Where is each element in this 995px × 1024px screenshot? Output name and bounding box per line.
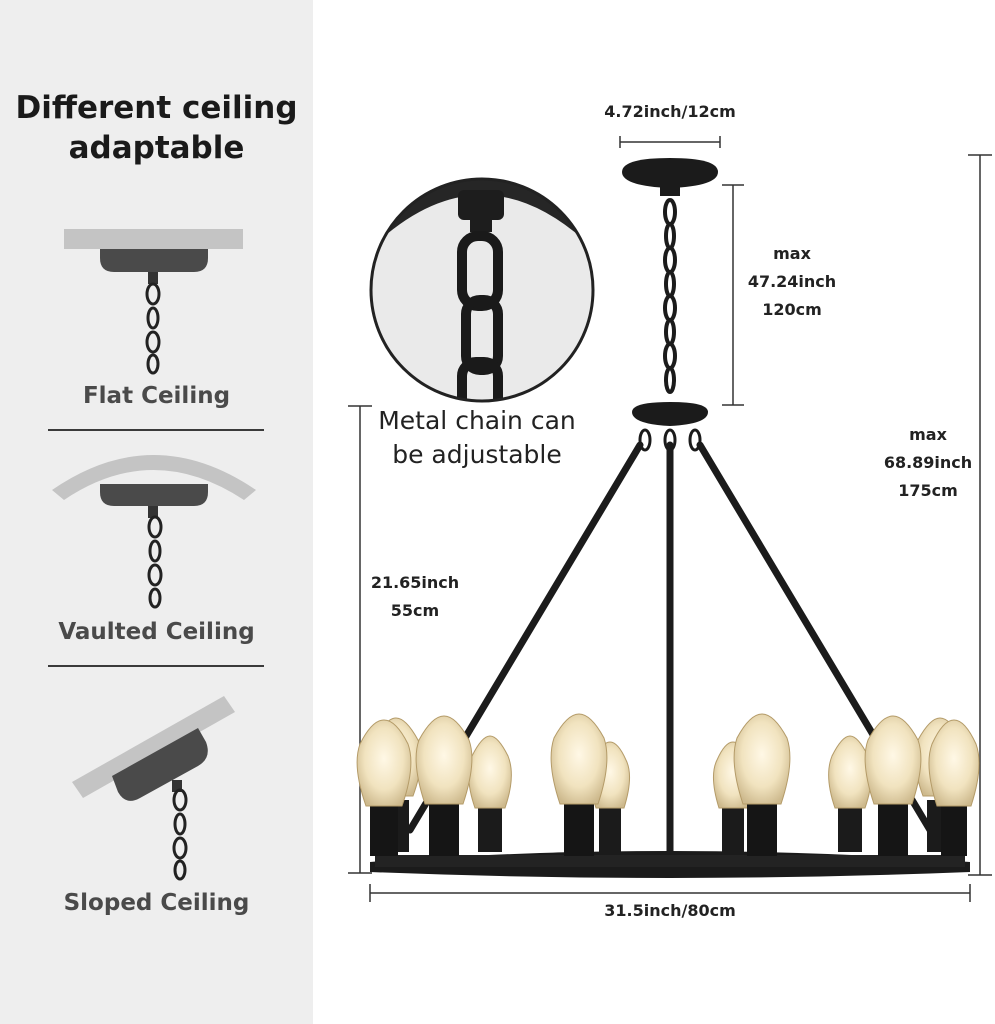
body-height-label: 21.65inch 55cm	[362, 569, 468, 625]
chandelier	[356, 158, 980, 878]
sloped-ceiling-icon	[72, 696, 235, 881]
diameter-label: 31.5inch/80cm	[604, 901, 736, 920]
callout-line-1: Metal chain can	[378, 406, 576, 435]
chain-max-label: max 47.24inch 120cm	[742, 240, 842, 324]
body-height-line-1: 21.65inch	[370, 573, 460, 592]
total-max-label: max 68.89inch 175cm	[872, 421, 984, 505]
chain-max-line-1: max	[773, 244, 811, 263]
chain-zoom-inset	[369, 177, 595, 403]
flat-ceiling-icon	[64, 229, 243, 375]
canopy-width-label: 4.72inch/12cm	[604, 102, 736, 121]
vaulted-ceiling-label: Vaulted Ceiling	[58, 619, 255, 645]
vaulted-ceiling-icon	[52, 455, 256, 609]
dimension-lines	[348, 136, 992, 902]
chain-max-line-3: 120cm	[762, 300, 822, 319]
heading-line-1: Different ceiling	[15, 90, 298, 126]
callout-line-2: be adjustable	[392, 440, 562, 469]
divider	[48, 429, 264, 431]
total-max-line-1: max	[909, 425, 947, 444]
total-max-line-2: 68.89inch	[883, 453, 973, 472]
divider	[48, 665, 264, 667]
chain-callout: Metal chain can be adjustable	[364, 404, 590, 472]
panel-heading: Different ceiling adaptable	[0, 88, 313, 168]
body-height-line-2: 55cm	[390, 601, 440, 620]
heading-line-2: adaptable	[68, 130, 245, 166]
total-max-line-3: 175cm	[898, 481, 958, 500]
flat-ceiling-label: Flat Ceiling	[82, 383, 231, 409]
chain-max-line-2: 47.24inch	[747, 272, 837, 291]
sloped-ceiling-label: Sloped Ceiling	[63, 890, 250, 916]
